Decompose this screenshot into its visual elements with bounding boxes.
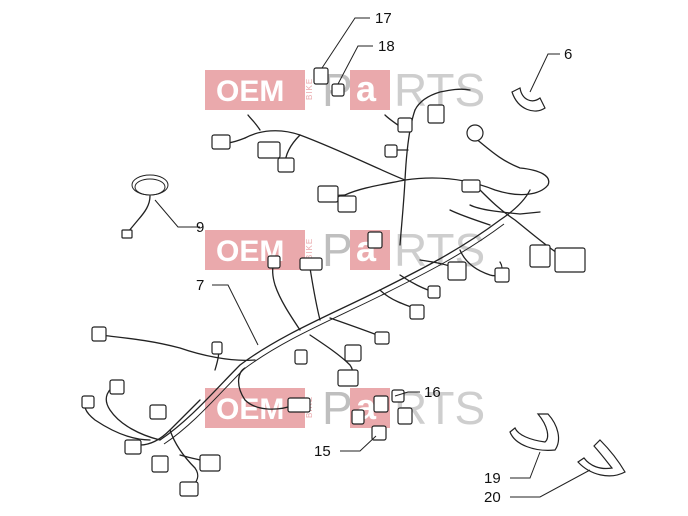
connector-top-right-c	[384, 144, 398, 158]
relay-16-b	[397, 407, 413, 425]
fuse-15-a	[351, 409, 365, 425]
callout-17: 17	[375, 10, 392, 27]
connector-mid-e	[374, 331, 390, 345]
relay-17	[313, 67, 329, 85]
connector-center-b	[337, 195, 357, 213]
connector-mid-a	[299, 257, 323, 271]
watermark-bike-text: BIKE	[305, 78, 314, 100]
connector-center-c	[367, 231, 383, 249]
connector-top-left-c	[277, 157, 295, 173]
connectors	[81, 104, 586, 497]
connector-bottom-left-g	[199, 454, 221, 472]
connector-top-right-a	[427, 104, 445, 124]
connector-bottom-left-f	[179, 481, 199, 497]
connector-top-left-a	[211, 134, 231, 150]
connector-lower-a	[344, 344, 362, 362]
connector-right-b	[529, 244, 551, 268]
watermark-bottom: OEM BIKE P a RTS	[205, 382, 485, 434]
clamp-20	[577, 439, 626, 477]
connector-lower-e	[211, 341, 223, 355]
callout-9: 9	[196, 219, 204, 236]
watermark-middle: OEM BIKE P a RTS	[205, 224, 485, 276]
connector-top-left-b	[257, 141, 281, 159]
connector-center-a	[317, 185, 339, 203]
connector-lower-c	[294, 349, 308, 365]
connector-bottom-left-a	[109, 379, 125, 395]
connector-bottom-left-d	[124, 439, 142, 455]
watermark-a-text: a	[356, 68, 377, 109]
connector-mid-c	[409, 304, 425, 320]
callout-7: 7	[196, 277, 204, 294]
connector-bottom-left-b	[81, 395, 95, 409]
callout-15: 15	[314, 443, 331, 460]
connector-left-end	[91, 326, 107, 342]
clip-6	[511, 87, 546, 112]
connector-mid-d	[427, 285, 441, 299]
connector-lower-b	[337, 369, 359, 387]
relay-16-a	[373, 395, 389, 413]
watermark-bike-text: BIKE	[305, 238, 314, 260]
sensor-9	[121, 174, 169, 239]
connector-bottom-left-e	[151, 455, 169, 473]
connector-mid-right-b	[494, 267, 510, 283]
leader-lines	[154, 17, 591, 498]
watermark-oem-text: OEM	[216, 75, 284, 108]
watermark-p-text: P	[322, 224, 353, 276]
connector-bottom-left-c	[149, 404, 167, 420]
connector-right-c	[554, 247, 586, 273]
connector-round-top	[466, 124, 484, 142]
watermark-rts-text: RTS	[394, 224, 485, 276]
callout-19: 19	[484, 470, 501, 487]
relay-18	[331, 83, 345, 97]
relay-16-c	[391, 389, 405, 403]
clamp-19	[509, 413, 560, 451]
connector-mid-b	[267, 255, 281, 269]
watermark-p-text: P	[322, 382, 353, 434]
connector-mid-right	[447, 261, 467, 281]
callout-18: 18	[378, 38, 395, 55]
connector-lower-d	[287, 397, 311, 413]
connector-right-a	[461, 179, 481, 193]
callout-20: 20	[484, 489, 501, 506]
callout-16: 16	[424, 384, 441, 401]
connector-top-right-b	[397, 117, 413, 133]
callout-6: 6	[564, 46, 572, 63]
